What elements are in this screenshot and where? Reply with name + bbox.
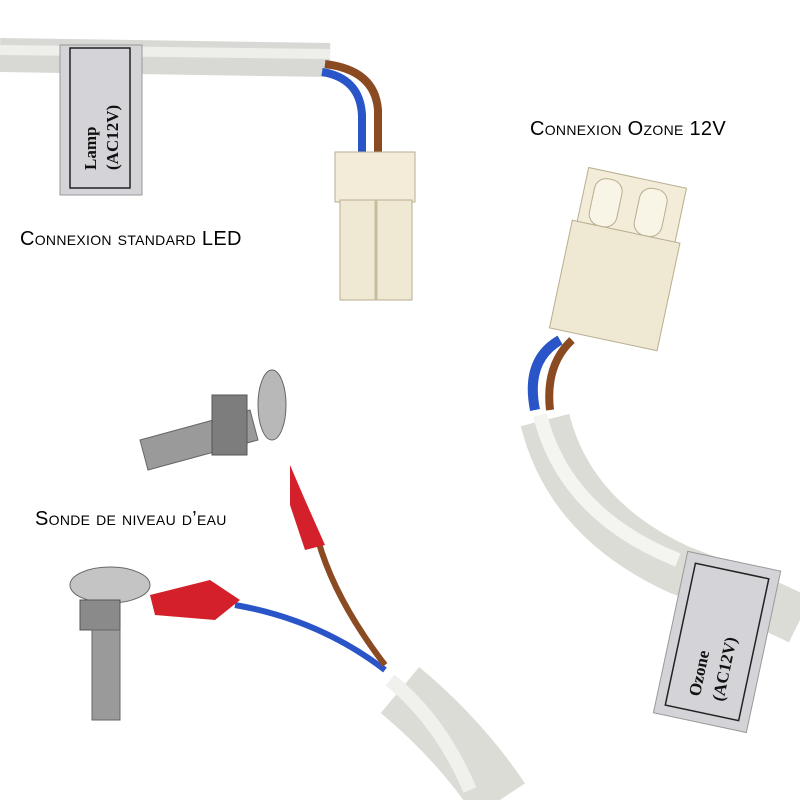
probe-screw-2 (69, 566, 240, 721)
lamp-tag-line2: (AC12V) (103, 105, 122, 170)
ozone-cable (520, 166, 800, 643)
ozone-tag: Ozone (AC12V) (652, 550, 782, 734)
led-cable (0, 38, 416, 301)
caption-led-connection: Connexion standard LED (20, 228, 242, 250)
lamp-tag-line1: Lamp (81, 127, 100, 170)
lamp-tag: Lamp (AC12V) (59, 44, 143, 196)
caption-water-level-probe: Sonde de niveau d’eau (35, 508, 227, 530)
probe-screw-1 (139, 369, 325, 550)
caption-ozone-connection: Connexion Ozone 12V (530, 118, 726, 140)
probe-cable (234, 539, 525, 800)
